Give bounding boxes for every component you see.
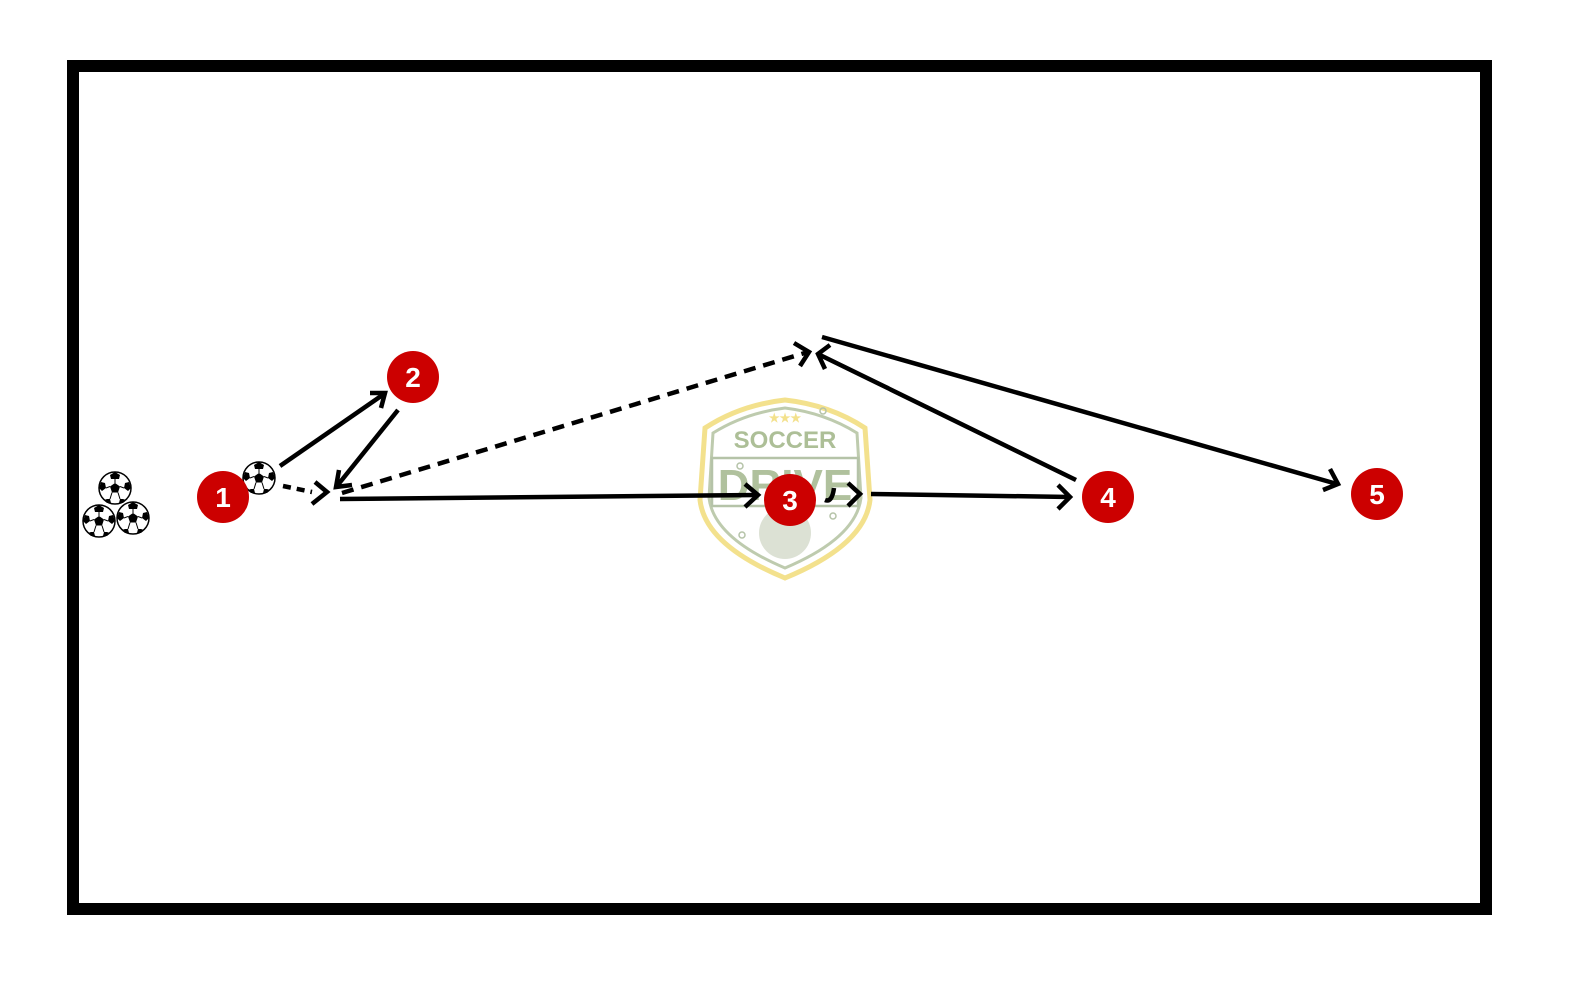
player-1[interactable]: 1	[197, 471, 249, 523]
pass-1-to-2	[278, 392, 386, 468]
arrowhead-icon	[792, 341, 813, 368]
arrowhead-icon	[815, 343, 832, 370]
player-5-label: 5	[1369, 479, 1385, 510]
player-5[interactable]: 5	[1351, 468, 1403, 520]
pass-4-to-upper-point	[819, 352, 1077, 483]
player-3[interactable]: 3	[764, 474, 816, 526]
player-4[interactable]: 4	[1082, 471, 1134, 523]
dribble-1-short	[282, 483, 313, 495]
player-4-label: 4	[1100, 482, 1116, 513]
run-to-upper-point	[341, 349, 809, 496]
pass-to-3	[339, 492, 759, 502]
pass-upper-point-to-5	[821, 334, 1338, 487]
player-1-label: 1	[215, 482, 231, 513]
arrowhead-icon	[310, 480, 331, 506]
arrowhead-icon	[1056, 483, 1074, 511]
pass-2-to-runpoint	[335, 408, 400, 488]
logo-stars: ★★★	[769, 411, 802, 425]
arrowhead-icon	[370, 390, 388, 409]
turn-3	[824, 487, 837, 503]
arrowhead-icon	[333, 469, 353, 490]
arrowhead-icon	[1322, 467, 1342, 493]
arrowhead-icon	[846, 481, 864, 508]
player-3-label: 3	[782, 485, 798, 516]
player-2-label: 2	[405, 362, 421, 393]
player-2[interactable]: 2	[387, 351, 439, 403]
pass-3-to-4	[870, 491, 1071, 500]
arrowhead-icon	[743, 482, 762, 509]
logo-text-soccer: SOCCER	[734, 427, 837, 454]
